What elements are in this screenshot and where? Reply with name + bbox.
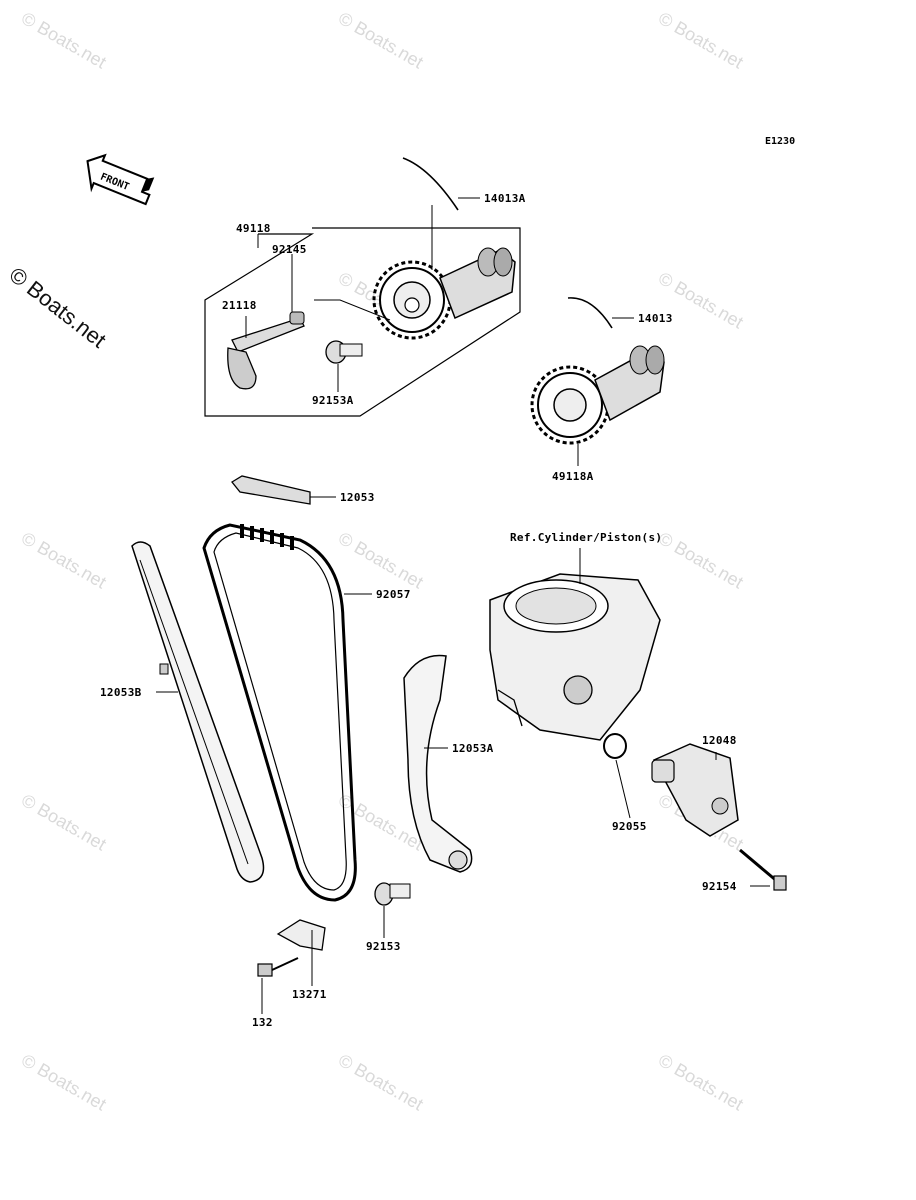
- cylinder-reference: [489, 573, 661, 741]
- part-label[interactable]: 92154: [702, 880, 737, 893]
- decompressor-spring: [289, 311, 305, 325]
- reference-note: Ref.Cylinder/Piston(s): [510, 531, 663, 544]
- part-label[interactable]: 92153A: [312, 394, 354, 407]
- chain-tensioner: [651, 743, 739, 837]
- part-label[interactable]: 21118: [222, 299, 257, 312]
- part-label[interactable]: 92055: [612, 820, 647, 833]
- part-label[interactable]: 92153: [366, 940, 401, 953]
- cam-chain: [202, 523, 357, 902]
- leader-lines: [156, 197, 770, 1014]
- guide-bolt: [374, 882, 411, 906]
- part-label[interactable]: 12053A: [452, 742, 494, 755]
- part-label[interactable]: 92145: [272, 243, 307, 256]
- part-label[interactable]: 132: [252, 1016, 273, 1029]
- part-label[interactable]: 12053B: [100, 686, 142, 699]
- part-label[interactable]: 12053: [340, 491, 375, 504]
- chain-guide-top: [231, 475, 311, 505]
- chain-guide-rear: [131, 541, 265, 883]
- chain-tensioner-guide: [403, 654, 473, 873]
- assembly-bracket: [204, 227, 521, 417]
- bracket-13271: [276, 919, 326, 951]
- diagram-code: E1230: [765, 136, 796, 147]
- camshaft-lower: [530, 297, 665, 445]
- part-label[interactable]: 13271: [292, 988, 327, 1001]
- part-label[interactable]: 14013A: [484, 192, 526, 205]
- part-label[interactable]: 49118A: [552, 470, 594, 483]
- front-arrow-icon: FRONT: [86, 153, 155, 206]
- part-label[interactable]: 14013: [638, 312, 673, 325]
- part-label[interactable]: 49118: [236, 222, 271, 235]
- camshaft-upper: [372, 157, 516, 340]
- decompressor-shaft: [227, 317, 305, 390]
- o-ring: [603, 733, 627, 759]
- part-label[interactable]: 92057: [376, 588, 411, 601]
- part-label[interactable]: 12048: [702, 734, 737, 747]
- bolt-132: [257, 957, 299, 977]
- tensioner-bolt: [739, 848, 787, 891]
- cam-bolt-92153A: [325, 340, 363, 364]
